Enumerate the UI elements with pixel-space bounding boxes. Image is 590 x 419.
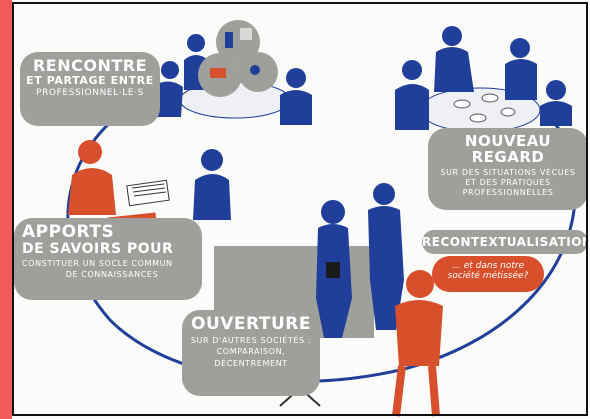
ouverture-line2: SUR D'AUTRES SOCIÉTÉS :: [190, 335, 312, 345]
person-head: [402, 60, 422, 80]
apports-line2: DE SAVOIRS POUR: [22, 240, 174, 257]
person-body: [505, 59, 537, 100]
nouveau-regard-line2: SUR DES SITUATIONS VÉCUES: [440, 167, 576, 177]
person-body: [434, 47, 474, 92]
rencontre-bubble: RENCONTRE ET PARTAGE ENTRE PROFESSIONNEL…: [20, 52, 160, 126]
ouverture-bubble: OUVERTURE SUR D'AUTRES SOCIÉTÉS : COMPAR…: [182, 310, 320, 396]
recontextualisation-title: RECONTEXTUALISATION: [422, 235, 590, 249]
person-head: [201, 149, 223, 171]
person-head: [406, 270, 434, 298]
ouverture-line3: COMPARAISON,: [216, 347, 286, 357]
speech-bubble: … et dans notre société métissée?: [432, 256, 544, 292]
left-red-bar: [0, 0, 12, 419]
person-head: [373, 183, 395, 205]
apports-title: APPORTS: [22, 222, 115, 242]
person-head: [78, 140, 102, 164]
ouverture-title: OUVERTURE: [191, 314, 311, 334]
speech-line1: … et dans notre: [451, 261, 525, 271]
person-head: [546, 80, 566, 100]
nouveau-regard-line4: PROFESSIONNELLES: [462, 188, 554, 198]
papers: [126, 179, 170, 207]
rencontre-title: RENCONTRE: [32, 56, 148, 75]
apports-line3: CONSTITUER UN SOCLE COMMUN: [22, 258, 173, 268]
person-body: [395, 300, 443, 366]
rencontre-line2: ET PARTAGE ENTRE: [26, 73, 154, 87]
person-body: [540, 101, 572, 126]
nouveau-regard-line3: ET DES PRATIQUES: [465, 177, 551, 187]
speech-line2: société métissée?: [447, 270, 529, 281]
notebook: [326, 262, 340, 278]
nouveau-regard-bubble: NOUVEAU REGARD SUR DES SITUATIONS VÉCUES…: [428, 128, 588, 210]
person-body: [193, 174, 231, 220]
nouveau-regard-title: NOUVEAU REGARD: [464, 132, 552, 166]
person-head: [161, 61, 179, 79]
person-body: [68, 168, 116, 215]
recontextualisation-bubble: RECONTEXTUALISATION: [422, 230, 590, 254]
person-body: [280, 90, 312, 125]
rencontre-line3: PROFESSIONNEL·LE·S: [36, 88, 144, 99]
ouverture-line4: DÉCENTREMENT: [214, 358, 288, 368]
person-head: [321, 200, 345, 224]
person-body: [395, 84, 429, 130]
frame-border: [12, 2, 588, 416]
person-head: [187, 34, 205, 52]
apports-line4: DE CONNAISSANCES: [65, 269, 159, 279]
person-body: [368, 206, 404, 330]
person-head: [510, 38, 530, 58]
person-head: [286, 68, 306, 88]
person-body: [155, 81, 183, 117]
apports-bubble: APPORTS DE SAVOIRS POUR CONSTITUER UN SO…: [14, 218, 202, 300]
person-head: [442, 26, 462, 46]
person-body: [316, 224, 352, 338]
